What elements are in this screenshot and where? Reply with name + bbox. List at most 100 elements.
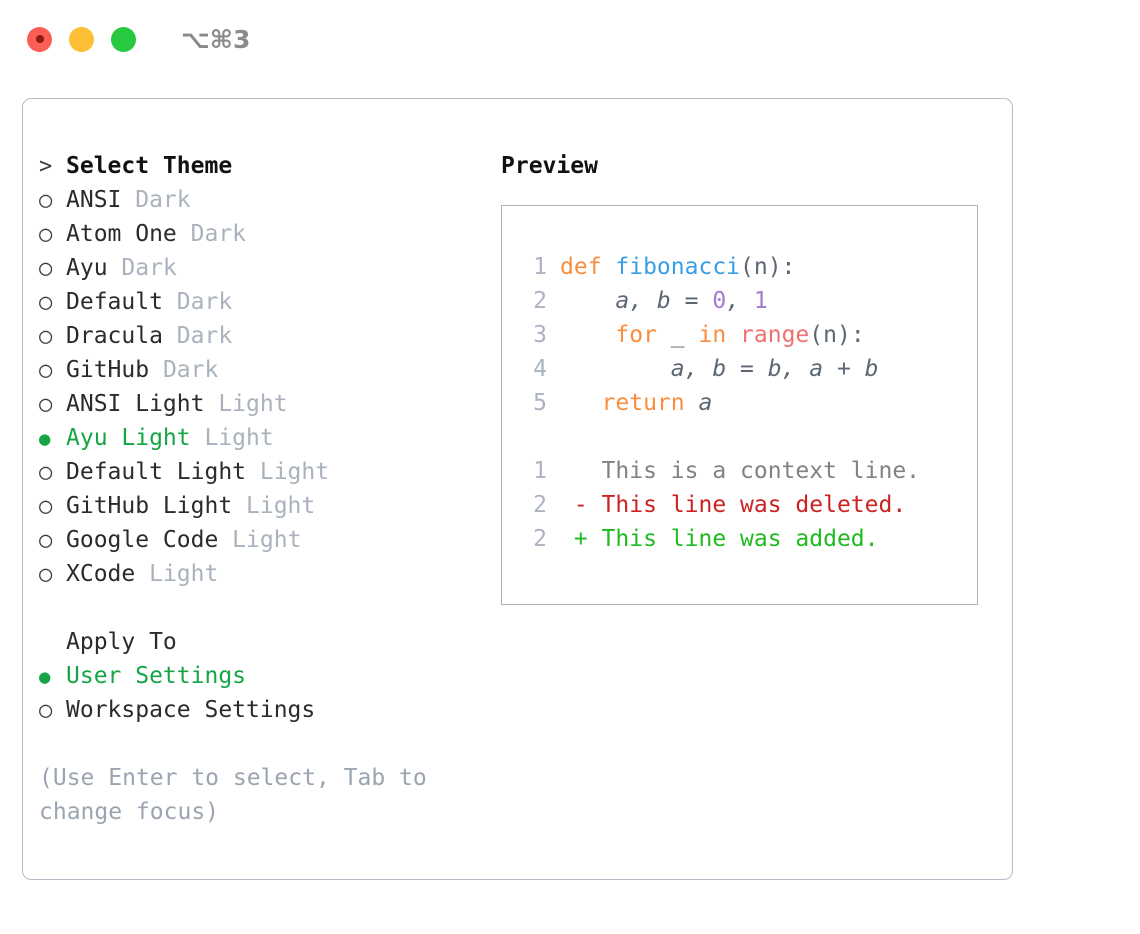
theme-list-item[interactable]: ○ Dracula Dark (39, 319, 479, 353)
code-token: a, b = b, a + b (560, 356, 879, 382)
diff-line: 1 This is a context line. (502, 454, 977, 488)
radio-unselected-icon[interactable]: ○ (39, 562, 53, 587)
line-number: 5 (533, 390, 547, 416)
theme-variant-label: Dark (176, 221, 247, 247)
radio-unselected-icon[interactable]: ○ (39, 494, 53, 519)
line-number: 3 (533, 322, 547, 348)
radio-unselected-icon[interactable]: ○ (39, 222, 53, 247)
diff-sample: 1 This is a context line.2 - This line w… (502, 454, 977, 556)
theme-name-label: ANSI Light (66, 391, 205, 417)
radio-unselected-icon[interactable]: ○ (39, 528, 53, 553)
theme-list-item[interactable]: ○ Atom One Dark (39, 217, 479, 251)
apply-to-item[interactable]: ● User Settings (39, 659, 479, 693)
keyboard-hint-text: (Use Enter to select, Tab to change focu… (39, 765, 441, 825)
theme-list: ○ANSI Dark○Atom One Dark○Ayu Dark○Defaul… (39, 183, 479, 591)
apply-to-label: User Settings (66, 663, 247, 689)
radio-selected-icon[interactable]: ● (39, 428, 51, 450)
apply-to-list: ● User Settings ○Workspace Settings (39, 659, 479, 727)
code-token (726, 318, 740, 352)
theme-name-label: Default Light (66, 459, 247, 485)
apply-to-heading-label: Apply To (66, 629, 177, 655)
line-number: 2 (533, 526, 547, 552)
spacer (39, 591, 479, 625)
theme-list-item[interactable]: ○ ANSI Dark (39, 183, 479, 217)
code-line: 5 return a (502, 386, 977, 420)
line-number: 1 (533, 254, 547, 280)
theme-list-item[interactable]: ○ XCode Light (39, 557, 479, 591)
radio-selected-icon[interactable]: ● (39, 666, 51, 688)
minimize-icon (78, 35, 86, 43)
minimize-window-button[interactable] (69, 26, 94, 52)
code-token: 1 (753, 288, 768, 314)
code-token: 0 (712, 288, 727, 314)
theme-picker-heading-label: Select Theme (66, 153, 233, 179)
line-number: 2 (533, 288, 547, 314)
bullet-placeholder-icon: ○ (39, 626, 66, 660)
line-number: 2 (533, 492, 547, 518)
maximize-icon (120, 35, 128, 43)
code-token: (n): (740, 254, 796, 280)
radio-unselected-icon[interactable]: ○ (39, 392, 53, 417)
theme-name-label: Dracula (66, 323, 163, 349)
prompt-caret-icon: > (39, 154, 53, 179)
theme-variant-label: Light (190, 425, 274, 451)
code-token: in (698, 322, 727, 348)
apply-to-item[interactable]: ○Workspace Settings (39, 693, 479, 727)
theme-list-item[interactable]: ○GitHub Dark (39, 353, 479, 387)
code-token (560, 386, 602, 420)
radio-unselected-icon[interactable]: ○ (39, 698, 53, 723)
theme-variant-label: Dark (121, 187, 191, 213)
code-token: , (726, 288, 754, 314)
radio-unselected-icon[interactable]: ○ (39, 256, 53, 281)
theme-variant-label: Dark (162, 323, 233, 349)
theme-name-label: GitHub (66, 357, 150, 383)
code-token: a (684, 390, 713, 416)
diff-text: This is a context line. (560, 458, 921, 484)
radio-unselected-icon[interactable]: ○ (39, 324, 53, 349)
theme-list-item[interactable]: ○ANSI Light Light (39, 387, 479, 421)
close-window-button[interactable] (27, 26, 52, 52)
theme-list-item[interactable]: ○Google Code Light (39, 523, 479, 557)
theme-variant-label: Dark (162, 289, 233, 315)
code-token: fibonacci (615, 254, 741, 280)
theme-picker-heading: > Select Theme (39, 149, 479, 183)
theme-variant-label: Light (232, 493, 316, 519)
apply-to-heading: ○Apply To (39, 625, 479, 659)
radio-unselected-icon[interactable]: ○ (39, 358, 53, 383)
diff-line: 2 - This line was deleted. (502, 488, 977, 522)
code-line: 4 a, b = b, a + b (502, 352, 977, 386)
theme-list-item[interactable]: ○Ayu Dark (39, 251, 479, 285)
radio-unselected-icon[interactable]: ○ (39, 188, 53, 213)
code-token: _ (656, 322, 699, 348)
theme-name-label: GitHub Light (66, 493, 233, 519)
content-frame: >Select Theme ○ANSI Dark○Atom One Dark○A… (22, 98, 1013, 880)
theme-name-label: Ayu Light (66, 425, 191, 451)
theme-list-item[interactable]: ○ GitHub Light Light (39, 489, 479, 523)
diff-text: + This line was added. (560, 526, 879, 552)
keyboard-shortcut-label: ⌥⌘3 (181, 24, 251, 54)
theme-variant-label: Light (135, 561, 219, 587)
theme-name-label: Atom One (66, 221, 177, 247)
code-line: 2 a, b = 0, 1 (502, 284, 977, 318)
theme-list-item[interactable]: ○Default Light Light (39, 455, 479, 489)
theme-name-label: XCode (66, 561, 136, 587)
diff-line: 2 + This line was added. (502, 522, 977, 556)
code-spacer (502, 420, 977, 454)
theme-name-label: ANSI (66, 187, 122, 213)
code-token: def (560, 254, 616, 280)
radio-unselected-icon[interactable]: ○ (39, 290, 53, 315)
radio-unselected-icon[interactable]: ○ (39, 460, 53, 485)
preview-title: Preview (501, 153, 598, 179)
diff-text: - This line was deleted. (560, 492, 907, 518)
close-icon (35, 35, 44, 43)
code-line: 1 def fibonacci(n): (502, 250, 977, 284)
theme-list-item[interactable]: ● Ayu Light Light (39, 421, 479, 455)
code-token: range (740, 322, 810, 348)
line-number: 4 (533, 356, 547, 382)
theme-list-item[interactable]: ○Default Dark (39, 285, 479, 319)
code-token: return (601, 390, 685, 416)
code-token: a, b = (560, 288, 713, 314)
maximize-window-button[interactable] (111, 26, 136, 52)
theme-picker-panel: >Select Theme ○ANSI Dark○Atom One Dark○A… (39, 149, 479, 727)
